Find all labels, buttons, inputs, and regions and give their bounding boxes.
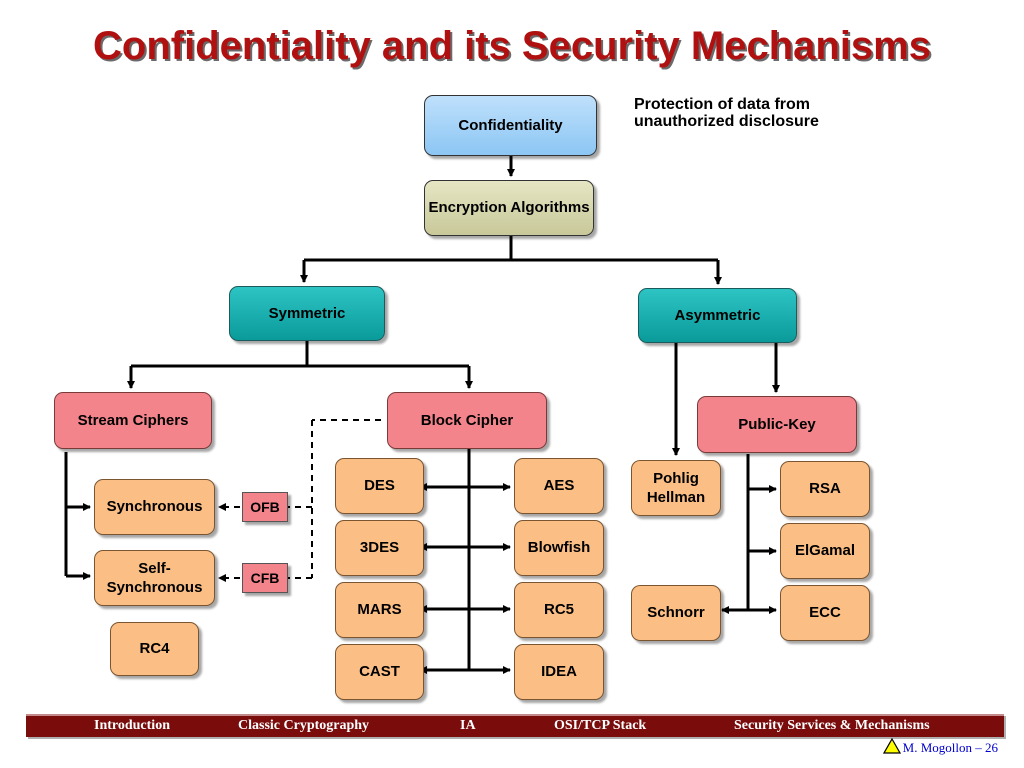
node-aes: AES bbox=[514, 458, 604, 514]
node-self-synchronous: Self-Synchronous bbox=[94, 550, 215, 606]
node-block-cipher: Block Cipher bbox=[387, 392, 547, 449]
node-asymmetric: Asymmetric bbox=[638, 288, 797, 343]
home-triangle-icon[interactable] bbox=[882, 737, 901, 758]
node-3des: 3DES bbox=[335, 520, 424, 576]
node-mars: MARS bbox=[335, 582, 424, 638]
node-schnorr: Schnorr bbox=[631, 585, 721, 641]
footer-nav-bar: Introduction Classic Cryptography IA OSI… bbox=[26, 714, 1004, 737]
node-cfb: CFB bbox=[242, 563, 288, 593]
node-public-key: Public-Key bbox=[697, 396, 857, 453]
node-rc5: RC5 bbox=[514, 582, 604, 638]
node-blowfish: Blowfish bbox=[514, 520, 604, 576]
credit-text: M. Mogollon – 26 bbox=[902, 740, 998, 755]
node-encryption-algorithms: Encryption Algorithms bbox=[424, 180, 594, 236]
node-elgamal: ElGamal bbox=[780, 523, 870, 579]
footer-link-osi-tcp-stack[interactable]: OSI/TCP Stack bbox=[554, 718, 647, 733]
node-rsa: RSA bbox=[780, 461, 870, 517]
confidentiality-description: Protection of data from unauthorized dis… bbox=[634, 96, 819, 130]
node-synchronous: Synchronous bbox=[94, 479, 215, 535]
footer-link-ia[interactable]: IA bbox=[460, 718, 476, 733]
slide-credit: M. Mogollon – 26 bbox=[882, 737, 998, 758]
node-stream-ciphers: Stream Ciphers bbox=[54, 392, 212, 449]
node-rc4: RC4 bbox=[110, 622, 199, 676]
node-ofb: OFB bbox=[242, 492, 288, 522]
footer-link-classic-cryptography[interactable]: Classic Cryptography bbox=[238, 718, 370, 733]
node-symmetric: Symmetric bbox=[229, 286, 385, 341]
footer-link-security-services[interactable]: Security Services & Mechanisms bbox=[734, 718, 930, 733]
node-ecc: ECC bbox=[780, 585, 870, 641]
node-confidentiality: Confidentiality bbox=[424, 95, 597, 156]
node-idea: IDEA bbox=[514, 644, 604, 700]
footer-link-introduction[interactable]: Introduction bbox=[94, 718, 170, 733]
node-cast: CAST bbox=[335, 644, 424, 700]
node-pohlig-hellman: Pohlig Hellman bbox=[631, 460, 721, 516]
slide-title: Confidentiality and its Security Mechani… bbox=[93, 24, 931, 68]
node-des: DES bbox=[335, 458, 424, 514]
